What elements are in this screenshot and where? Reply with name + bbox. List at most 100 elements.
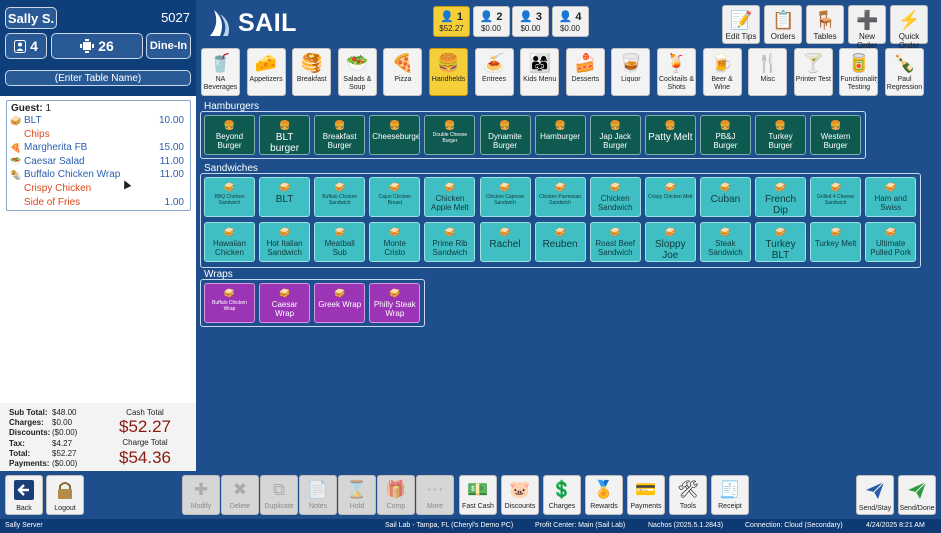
menu-item-reuben[interactable]: 🥪Reuben (534, 222, 586, 262)
server-button[interactable]: Sally S. (5, 7, 57, 29)
modify-button[interactable]: ✚Modify (182, 475, 220, 515)
menu-item-buffalo-chicken-sandwich[interactable]: 🥪Buffalo Chicken Sandwich (314, 177, 366, 217)
edit-tips-button[interactable]: 📝Edit Tips (722, 5, 760, 44)
menu-item-monte-cristo[interactable]: 🥪Monte Cristo (369, 222, 421, 262)
menu-item-label: Steak Sandwich (708, 239, 743, 257)
tools-button[interactable]: 🛠Tools (669, 475, 707, 515)
duplicate-button[interactable]: ⧉Duplicate (260, 475, 298, 515)
menu-item-philly-steak-wrap[interactable]: 🥪Philly Steak Wrap (369, 283, 421, 323)
menu-item-chicken-parmesan-sandwich[interactable]: 🥪Chicken Parmesan Sandwich (534, 177, 586, 217)
menu-item-turkey-blt[interactable]: 🥪Turkey BLT (755, 222, 806, 262)
service-type-button[interactable]: Dine-In (146, 33, 191, 59)
send-done-button[interactable]: Send/Done (898, 475, 936, 515)
menu-item-caesar-wrap[interactable]: 🥪Caesar Wrap (259, 283, 311, 323)
menu-item-crispy-chicken-melt[interactable]: 🥪Crispy Chicken Melt (644, 177, 696, 217)
send-stay-button[interactable]: Send/Stay (856, 475, 894, 515)
more-button[interactable]: ⋯More (416, 475, 454, 515)
menu-item-bbq-chicken-sandwich[interactable]: 🥪BBQ Chicken Sandwich (204, 177, 255, 217)
tables-button[interactable]: 🪑Tables (806, 5, 844, 44)
menu-item-pb-j-burger[interactable]: 🍔PB&J Burger (699, 115, 751, 155)
menu-item-jap-jack-burger[interactable]: 🍔Jap Jack Burger (589, 115, 641, 155)
hold-button[interactable]: ⌛Hold (338, 475, 376, 515)
menu-item-turkey-burger[interactable]: 🍔Turkey Burger (755, 115, 806, 155)
menu-item-breakfast-burger[interactable]: 🍔Breakfast Burger (314, 115, 366, 155)
paper-plane-done-icon (908, 481, 927, 499)
seat-button-3[interactable]: 👤 3$0.00 (512, 6, 549, 37)
category-cocktails-shots[interactable]: 🍹Cocktails & Shots (657, 48, 696, 96)
menu-item-western-burger[interactable]: 🍔Western Burger (810, 115, 862, 155)
comp-button[interactable]: 🎁Comp (377, 475, 415, 515)
notes-button[interactable]: 📄Notes (299, 475, 337, 515)
menu-item-turkey-melt[interactable]: 🥪Turkey Melt (810, 222, 862, 262)
seat-button-1[interactable]: 👤 1$52.27 (433, 6, 470, 37)
quick-order-button[interactable]: ⚡Quick Order (890, 5, 928, 50)
menu-item-cheeseburger[interactable]: 🍔Cheeseburger (369, 115, 421, 155)
order-line[interactable]: Crispy Chicken (10, 182, 188, 195)
menu-item-hawaiian-chicken[interactable]: 🥪Hawaiian Chicken (204, 222, 255, 262)
menu-item-patty-melt[interactable]: 🍔Patty Melt (644, 115, 696, 155)
new-order-button[interactable]: ➕New Order (848, 5, 886, 50)
menu-item-hamburger[interactable]: 🍔Hamburger (534, 115, 586, 155)
delete-button[interactable]: ✖Delete (221, 475, 259, 515)
menu-item-rachel[interactable]: 🥪Rachel (479, 222, 531, 262)
menu-item-french-dip[interactable]: 🥪French Dip (755, 177, 806, 217)
category-paul-regression[interactable]: 🍾Paul Regression (885, 48, 924, 96)
menu-item-ham-and-swiss[interactable]: 🥪Ham and Swiss (865, 177, 917, 217)
category-printer-test[interactable]: 🍸Printer Test (793, 48, 833, 96)
charges-button[interactable]: 💲Charges (543, 475, 581, 515)
table-seats-button[interactable]: 26 (51, 33, 143, 59)
receipt-button[interactable]: 🧾Receipt (711, 475, 749, 515)
menu-item-hot-italian-sandwich[interactable]: 🥪Hot Italian Sandwich (259, 222, 311, 262)
menu-item-chicken-caprese-sandwich[interactable]: 🥪Chicken Caprese Sandwich (479, 177, 531, 217)
menu-item-cuban[interactable]: 🥪Cuban (699, 177, 751, 217)
category-liquor[interactable]: 🥃Liquor (611, 48, 651, 96)
menu-item-buffalo-chicken-wrap[interactable]: 🥪Buffalo Chicken Wrap (204, 283, 255, 323)
category-na-beverages[interactable]: 🥤NA Beverages (201, 48, 240, 96)
menu-item-blt[interactable]: 🥪BLT (259, 177, 311, 217)
menu-item-blt-burger[interactable]: 🍔BLT burger (259, 115, 311, 155)
menu-item-beyond-burger[interactable]: 🍔Beyond Burger (204, 115, 255, 155)
category-salads-soup[interactable]: 🥗Salads & Soup (337, 48, 377, 96)
category-handhelds[interactable]: 🍔Handhelds (429, 48, 468, 96)
logout-button[interactable]: Logout (46, 475, 84, 515)
category-kids-menu[interactable]: 👨‍👩‍👧Kids Menu (520, 48, 560, 96)
menu-item-cajun-chicken-breast[interactable]: 🥪Cajun Chicken Breast (369, 177, 421, 217)
category-breakfast[interactable]: 🥞Breakfast (292, 48, 332, 96)
menu-item-grilled-4-cheese-sandwich[interactable]: 🥪Grilled 4 Cheese Sandwich (810, 177, 862, 217)
payments-button[interactable]: 💳Payments (627, 475, 665, 515)
fast-cash-button[interactable]: 💵Fast Cash (459, 475, 497, 515)
menu-item-steak-sandwich[interactable]: 🥪Steak Sandwich (699, 222, 751, 262)
category-appetizers[interactable]: 🧀Appetizers (246, 48, 286, 96)
category-misc[interactable]: 🍴Misc (748, 48, 788, 96)
category-beer-wine[interactable]: 🍺Beer & Wine (702, 48, 742, 96)
discounts-button[interactable]: 🐷Discounts (501, 475, 539, 515)
menu-item-roast-beef-sandwich[interactable]: 🥪Roast Beef Sandwich (589, 222, 641, 262)
menu-item-chicken-sandwich[interactable]: 🥪Chicken Sandwich (589, 177, 641, 217)
category-desserts[interactable]: 🍰Desserts (565, 48, 605, 96)
menu-item-sloppy-joe[interactable]: 🥪Sloppy Joe (644, 222, 696, 262)
category-pizza[interactable]: 🍕Pizza (383, 48, 423, 96)
menu-item-double-cheese-burger[interactable]: 🍔Double Cheese Burger (424, 115, 476, 155)
menu-item-dynamite-burger[interactable]: 🍔Dynamite Burger (479, 115, 531, 155)
menu-item-meatball-sub[interactable]: 🥪Meatball Sub (314, 222, 366, 262)
orders-button[interactable]: 📋Orders (764, 5, 802, 44)
category-entrees[interactable]: 🍝Entrees (474, 48, 514, 96)
category-functionality-testing[interactable]: 🥫Functionality Testing (839, 48, 879, 96)
menu-item-greek-wrap[interactable]: 🥪Greek Wrap (314, 283, 366, 323)
seat-button-4[interactable]: 👤 4$0.00 (551, 6, 589, 37)
seat-button-2[interactable]: 👤 2$0.00 (472, 6, 510, 37)
menu-item-chicken-apple-melt[interactable]: 🥪Chicken Apple Melt (424, 177, 476, 217)
guest-count-button[interactable]: 4 (5, 33, 47, 59)
back-button[interactable]: Back (5, 475, 43, 515)
table-name-input[interactable]: (Enter Table Name) (5, 70, 191, 86)
menu-item-ultimate-pulled-pork[interactable]: 🥪Ultimate Pulled Pork (865, 222, 917, 262)
order-line[interactable]: Chips (10, 128, 188, 141)
menu-item-prime-rib-sandwich[interactable]: 🥪Prime Rib Sandwich (424, 222, 476, 262)
rewards-button[interactable]: 🏅Rewards (585, 475, 623, 515)
